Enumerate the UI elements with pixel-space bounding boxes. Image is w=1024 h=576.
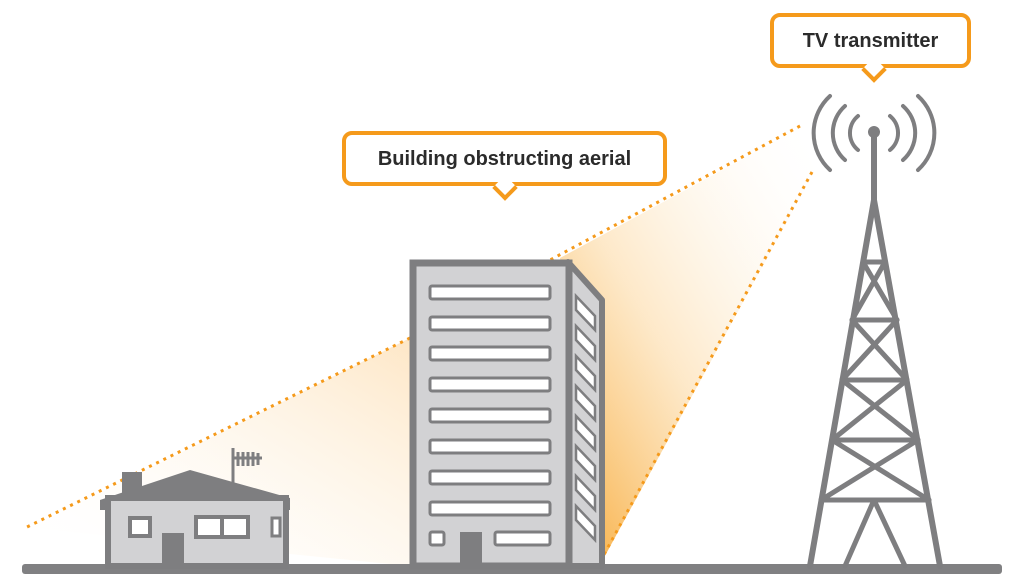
building-window — [428, 345, 552, 362]
building-window — [428, 315, 552, 332]
building-door — [460, 532, 482, 566]
house-window-wide-left — [194, 515, 224, 539]
tv-transmitter-callout: TV transmitter — [770, 13, 971, 68]
office-building — [409, 259, 605, 570]
signal-line-lower — [598, 171, 814, 563]
antenna-icon — [231, 448, 262, 483]
building-window — [428, 407, 552, 424]
house-window-small — [270, 516, 282, 538]
tv-transmitter-label: TV transmitter — [802, 29, 939, 52]
building-window — [428, 284, 552, 301]
house-window-left — [128, 516, 152, 538]
building-obstructing-label: Building obstructing aerial — [377, 147, 632, 170]
house-window-wide-right — [220, 515, 250, 539]
building-window — [428, 500, 552, 517]
building-window-small — [428, 530, 446, 547]
building-windows — [428, 284, 552, 547]
building-side-windows — [574, 292, 597, 544]
house — [100, 470, 290, 569]
transmitter-tower — [807, 126, 943, 569]
house-door — [162, 533, 184, 566]
building-window — [428, 469, 552, 486]
building-window — [428, 376, 552, 393]
building-window — [493, 530, 552, 547]
building-window — [428, 438, 552, 455]
building-obstructing-callout: Building obstructing aerial — [342, 131, 667, 186]
tower-beacon — [868, 126, 880, 138]
signal-beam-shade-right — [560, 128, 815, 565]
tower-lattice — [818, 259, 932, 569]
signal-waves-icon — [811, 94, 937, 172]
